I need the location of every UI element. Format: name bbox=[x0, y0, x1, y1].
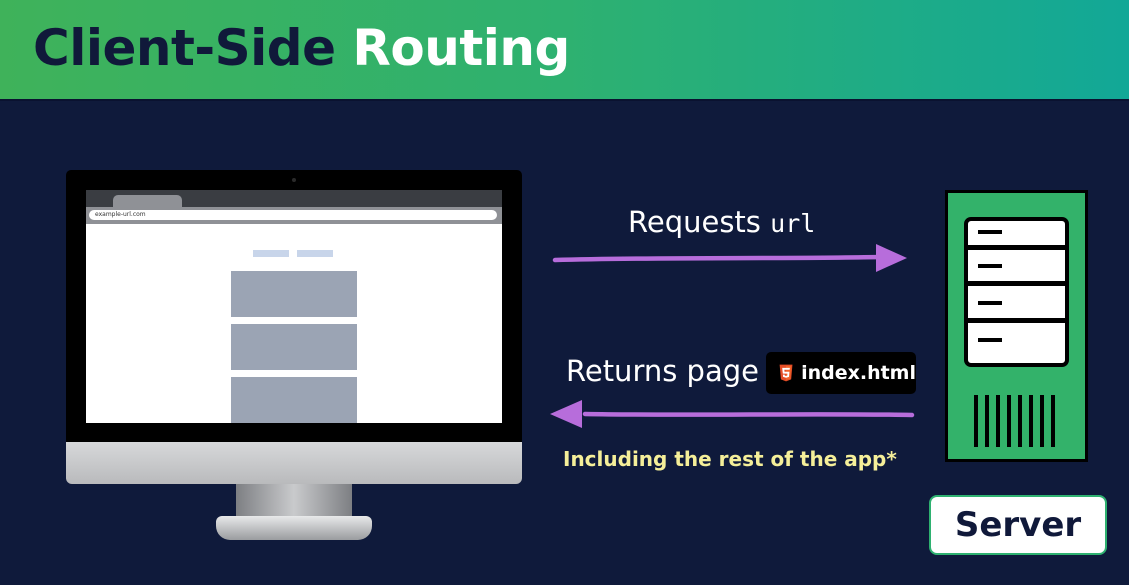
response-note: Including the rest of the app* bbox=[563, 447, 897, 471]
file-badge: index.html bbox=[766, 352, 916, 394]
browser-tab-bar bbox=[86, 190, 502, 207]
browser-address-bar: example-url.com bbox=[86, 207, 502, 224]
camera-dot bbox=[292, 178, 296, 182]
request-arrow-head bbox=[876, 244, 907, 272]
vent-slot bbox=[996, 395, 1000, 447]
title-banner: Client-Side Routing bbox=[0, 0, 1129, 101]
vent-slot bbox=[1029, 395, 1033, 447]
monitor-bezel: example-url.com bbox=[66, 170, 522, 442]
browser-window: example-url.com bbox=[86, 190, 502, 423]
server-label: Server bbox=[929, 495, 1107, 555]
server-rack bbox=[964, 217, 1069, 367]
rack-divider bbox=[968, 281, 1065, 286]
vent-slot bbox=[1040, 395, 1044, 447]
rack-divider bbox=[968, 245, 1065, 250]
monitor-stand-foot bbox=[216, 516, 372, 540]
html5-icon bbox=[779, 364, 793, 382]
response-arrow-shaft bbox=[582, 411, 915, 418]
drive-slot bbox=[978, 264, 1002, 268]
response-arrow-head bbox=[550, 400, 582, 428]
content-block bbox=[231, 324, 357, 370]
title-part-light: Routing bbox=[352, 19, 570, 77]
client-monitor: example-url.com bbox=[66, 170, 522, 540]
page-title: Client-Side Routing bbox=[33, 16, 570, 80]
request-label-text: Requests bbox=[628, 205, 761, 239]
browser-tab bbox=[113, 195, 182, 207]
request-label: Requests url bbox=[628, 205, 815, 239]
content-block bbox=[231, 377, 357, 423]
vent-slot bbox=[1018, 395, 1022, 447]
response-label: Returns page bbox=[566, 354, 759, 388]
monitor-chin bbox=[66, 442, 522, 484]
vent-slot bbox=[1007, 395, 1011, 447]
monitor-stand-neck bbox=[236, 484, 352, 520]
file-name: index.html bbox=[801, 362, 916, 384]
drive-slot bbox=[978, 338, 1002, 342]
nav-link-placeholder bbox=[253, 250, 289, 257]
vent-slot bbox=[1051, 395, 1055, 447]
url-text: example-url.com bbox=[89, 210, 497, 220]
request-arrow bbox=[552, 244, 907, 272]
vent-slot bbox=[985, 395, 989, 447]
request-arrow-shaft bbox=[552, 254, 883, 263]
drive-slot bbox=[978, 301, 1002, 305]
title-part-dark: Client-Side bbox=[33, 19, 336, 77]
request-code: url bbox=[770, 209, 816, 238]
nav-link-placeholder bbox=[297, 250, 333, 257]
vent-slot bbox=[974, 395, 978, 447]
server-tower bbox=[945, 190, 1088, 462]
drive-slot bbox=[978, 230, 1002, 234]
response-arrow bbox=[550, 400, 915, 428]
rack-divider bbox=[968, 318, 1065, 323]
content-block bbox=[231, 271, 357, 317]
